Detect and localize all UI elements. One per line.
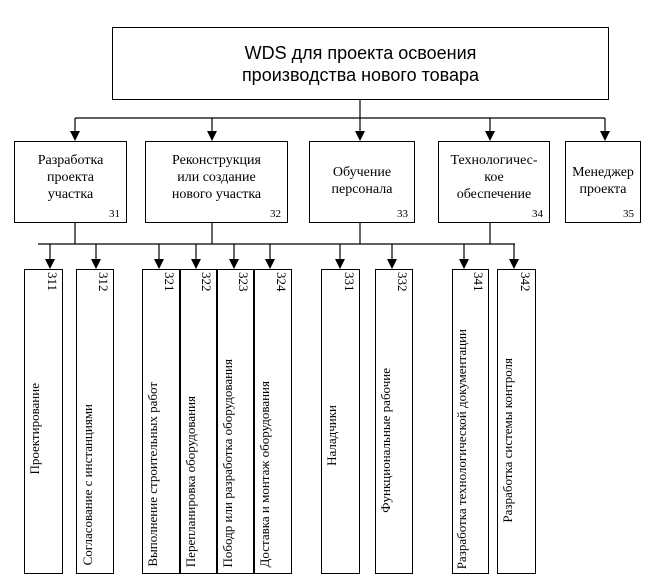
node-312-label: Согласование с инстанциями [80, 403, 95, 565]
node-331: Наладчики 331 [321, 269, 360, 574]
node-321: Выполнение строительных работ 321 [142, 269, 180, 574]
node-323-label: Пободр или разработка оборудования [220, 358, 235, 567]
node-332-code: 332 [395, 272, 410, 292]
node-341: Разработка технологической документации … [452, 269, 489, 574]
node-311-label: Проектирование [27, 383, 42, 475]
node-322-code: 322 [199, 272, 214, 292]
node-321-code: 321 [162, 272, 177, 292]
node-34-code: 34 [532, 208, 543, 220]
node-324-label: Доставка и монтаж оборудования [257, 380, 272, 567]
root-title-line1: WDS для проекта освоения [244, 42, 477, 63]
node-342-code: 342 [518, 272, 533, 292]
node-311: Проектирование 311 [24, 269, 63, 574]
root-title-line2: производства нового товара [241, 64, 480, 85]
node-31-code: 31 [109, 208, 120, 220]
node-321-label: Выполнение строительных работ [145, 382, 160, 567]
node-33-code: 33 [397, 208, 408, 220]
node-341-code: 341 [471, 272, 486, 292]
node-323-code: 323 [236, 272, 251, 292]
node-322: Перепланировка оборудования 322 [180, 269, 217, 574]
node-341-label: Разработка технологической документации [454, 328, 469, 569]
node-324: Доставка и монтаж оборудования 324 [254, 269, 292, 574]
node-342-label: Разработка системы контроля [500, 358, 515, 523]
node-322-label: Перепланировка оборудования [183, 395, 198, 567]
node-331-code: 331 [342, 272, 357, 292]
node-312-code: 312 [96, 272, 111, 292]
node-324-code: 324 [274, 272, 289, 292]
node-32-code: 32 [270, 208, 281, 220]
root-node: WDS для проекта освоения производства но… [112, 27, 609, 100]
node-323: Пободр или разработка оборудования 323 [217, 269, 254, 574]
node-342: Разработка системы контроля 342 [497, 269, 536, 574]
node-311-code: 311 [45, 272, 60, 292]
node-331-label: Наладчики [324, 405, 339, 466]
node-332-label: Функциональные рабочие [378, 368, 393, 513]
node-312: Согласование с инстанциями 312 [76, 269, 114, 574]
node-332: Функциональные рабочие 332 [375, 269, 413, 574]
node-35-code: 35 [623, 208, 634, 220]
